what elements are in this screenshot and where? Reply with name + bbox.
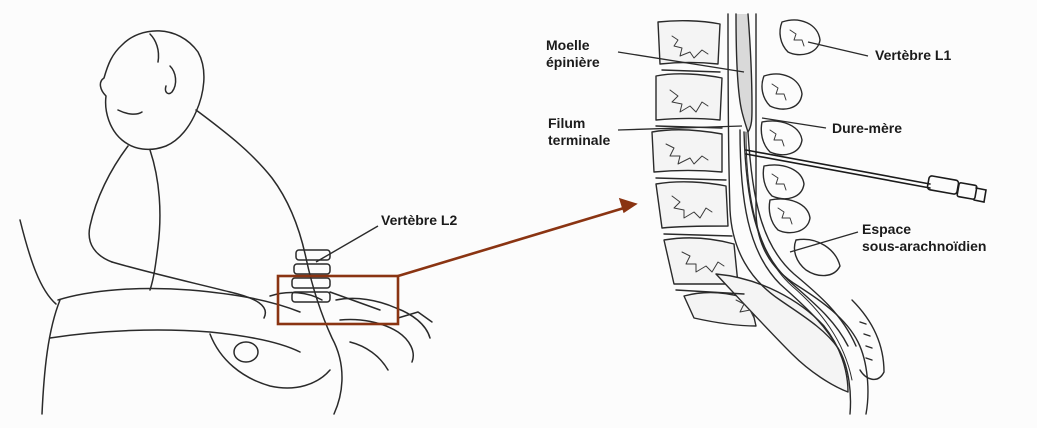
l1-leader bbox=[808, 42, 868, 56]
label-moelle-epiniere: Moelle épinière bbox=[546, 37, 600, 71]
label-dure-mere: Dure-mère bbox=[832, 120, 902, 137]
label-filum-terminale: Filum terminale bbox=[548, 115, 610, 149]
zoom-arrow-head bbox=[620, 199, 636, 212]
label-espace-line2: sous-arachnoïdien bbox=[862, 238, 986, 255]
label-filum-line1: Filum bbox=[548, 115, 610, 132]
label-vertebre-l1: Vertèbre L1 bbox=[875, 47, 951, 64]
label-espace-line1: Espace bbox=[862, 221, 986, 238]
vertebre-l2-leader bbox=[316, 226, 378, 262]
seated-patient-figure bbox=[20, 31, 432, 414]
espace-leader bbox=[790, 232, 858, 252]
label-filum-line2: terminale bbox=[548, 132, 610, 149]
puncture-needle bbox=[746, 150, 986, 202]
label-moelle-line1: Moelle bbox=[546, 37, 600, 54]
spine-sagittal-section bbox=[652, 14, 884, 414]
label-vertebre-l2: Vertèbre L2 bbox=[381, 212, 457, 229]
spinous-processes bbox=[761, 20, 840, 276]
label-espace-sous-arachnoidien: Espace sous-arachnoïdien bbox=[862, 221, 986, 255]
label-moelle-line2: épinière bbox=[546, 54, 600, 71]
